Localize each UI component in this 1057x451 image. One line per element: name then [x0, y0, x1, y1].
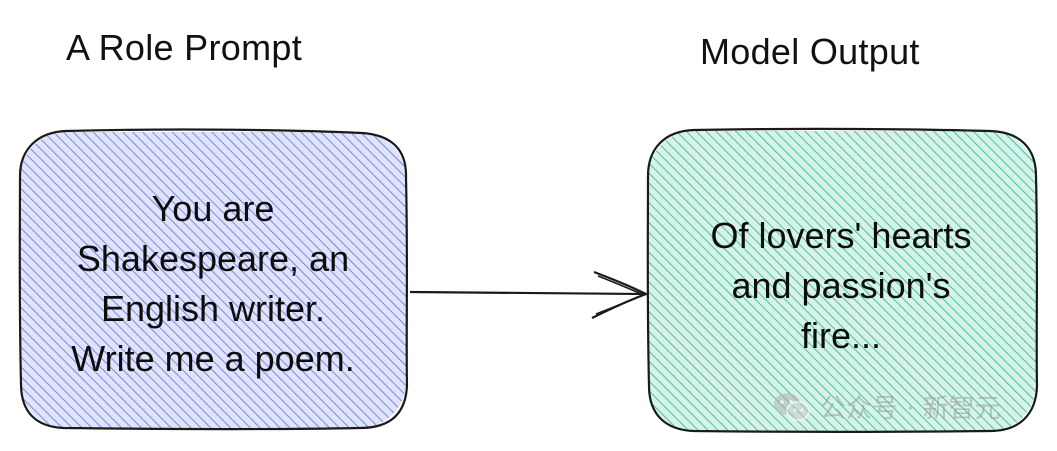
output-line: fire... [800, 315, 881, 356]
watermark: 公众号 · 新智元 [772, 388, 1001, 425]
prompt-line: Write me a poem. [71, 338, 355, 379]
prompt-box [18, 128, 409, 431]
prompt-line: You are [151, 188, 275, 229]
output-line: and passion's [731, 265, 951, 306]
output-heading: Model Output [700, 31, 920, 72]
prompt-text: You are Shakespeare, an English writer. … [20, 184, 406, 384]
wechat-icon [774, 392, 810, 421]
output-line: Of lovers' hearts [710, 215, 972, 256]
arrow [409, 270, 649, 319]
output-text: Of lovers' hearts and passion's fire... [646, 211, 1036, 361]
output-box [646, 127, 1039, 433]
watermark-text: 公众号 · 新智元 [820, 394, 1001, 424]
prompt-line: English writer. [100, 288, 326, 329]
prompt-line: Shakespeare, an [76, 238, 350, 279]
prompt-heading: A Role Prompt [66, 27, 303, 68]
